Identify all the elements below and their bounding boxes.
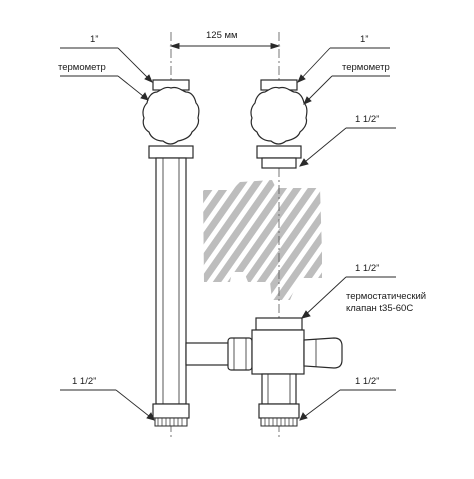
right-upper-size-label: 1 1/2” — [355, 114, 380, 125]
union-nut — [227, 337, 253, 371]
connecting-pipe — [185, 342, 231, 366]
left-thermometer-knob — [142, 86, 200, 145]
top-left-size-label: 1” — [90, 34, 99, 45]
bottom-left-size-label: 1 1/2” — [72, 376, 97, 387]
valve-label-line1: термостатический — [346, 291, 427, 302]
valve-body — [251, 329, 305, 375]
left-bottom-fitting — [152, 403, 190, 419]
dimension-label: 125 мм — [206, 30, 238, 41]
left-collar — [148, 145, 194, 159]
dimension-125 — [169, 42, 281, 50]
hatched-section — [203, 180, 322, 300]
right-mid-size-label: 1 1/2” — [355, 263, 380, 274]
leader-lines — [60, 47, 396, 421]
bottom-right-size-label: 1 1/2” — [355, 376, 380, 387]
top-right-size-label: 1” — [360, 34, 369, 45]
thermometer-left-label: термометр — [58, 62, 106, 73]
thermometer-right-label: термометр — [342, 62, 390, 73]
right-stub — [261, 157, 297, 169]
right-lower-pipe — [261, 373, 297, 405]
valve-actuator — [303, 337, 343, 369]
right-bottom-fitting — [258, 403, 300, 419]
right-thermometer-knob — [250, 86, 308, 145]
left-main-pipe — [155, 157, 187, 405]
right-collar — [256, 145, 302, 159]
valve-label-line2: клапан t35-60C — [346, 303, 414, 314]
valve-top-fitting — [255, 317, 303, 331]
